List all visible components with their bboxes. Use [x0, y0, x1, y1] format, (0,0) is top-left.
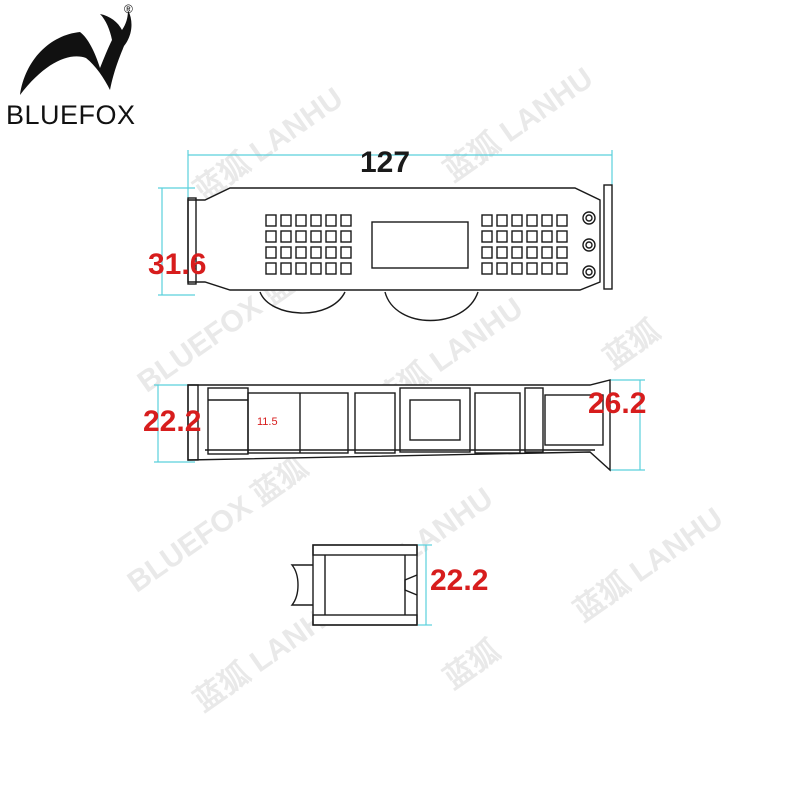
- plate-hole: [541, 262, 553, 275]
- plate-hole: [295, 262, 307, 275]
- plate-hole: [556, 246, 568, 259]
- dimension-length: 127: [360, 146, 411, 179]
- side-view: [187, 379, 611, 472]
- plate-hole: [325, 230, 337, 243]
- plate-hole: [295, 230, 307, 243]
- plate-hole: [340, 262, 352, 275]
- wheel-right: [384, 291, 479, 322]
- plate-hole: [325, 214, 337, 227]
- plate-hole: [526, 230, 538, 243]
- plate-hole: [325, 262, 337, 275]
- plate-hole: [280, 214, 292, 227]
- plate-hole: [511, 246, 523, 259]
- dimension-inner: 11.5: [257, 416, 278, 428]
- plate-hole: [556, 262, 568, 275]
- screw-top: [582, 211, 596, 225]
- brand-name: BLUEFOX: [6, 100, 136, 130]
- plate-hole: [556, 214, 568, 227]
- left-flange: [187, 197, 197, 285]
- plate-hole: [541, 246, 553, 259]
- plate-hole: [541, 214, 553, 227]
- top-view: [187, 184, 613, 322]
- plate-hole: [340, 230, 352, 243]
- plate-hole: [511, 214, 523, 227]
- plate-hole: [481, 214, 493, 227]
- plate-hole: [265, 262, 277, 275]
- dimension-flange-height: 26.2: [588, 387, 647, 420]
- screw-bottom: [582, 265, 596, 279]
- plate-hole: [541, 230, 553, 243]
- dimension-end-height: 22.2: [430, 564, 489, 597]
- plate-hole: [265, 230, 277, 243]
- plate-hole: [310, 214, 322, 227]
- plate-hole: [265, 214, 277, 227]
- plate-hole: [310, 262, 322, 275]
- end-body: [312, 544, 418, 626]
- plate-hole: [280, 230, 292, 243]
- plate-hole: [526, 214, 538, 227]
- plate-hole: [481, 230, 493, 243]
- plate-hole: [280, 246, 292, 259]
- fox-silhouette-icon: [20, 10, 132, 95]
- bluefox-logo: ® BLUEFOX: [0, 0, 160, 140]
- plate-hole: [526, 262, 538, 275]
- plate-hole: [511, 262, 523, 275]
- plate-hole: [280, 262, 292, 275]
- dimension-side-height: 22.2: [143, 405, 202, 438]
- wheel-left: [259, 291, 346, 314]
- plate-hole: [496, 246, 508, 259]
- plate-hole: [496, 214, 508, 227]
- plate-hole: [340, 214, 352, 227]
- dimension-top-height: 31.6: [148, 248, 207, 281]
- center-window: [371, 221, 469, 269]
- plate-hole: [496, 230, 508, 243]
- end-view: [290, 544, 418, 626]
- plate-hole: [310, 230, 322, 243]
- hole-grid-left: [265, 214, 352, 275]
- hole-grid-right: [481, 214, 568, 275]
- plate-hole: [511, 230, 523, 243]
- plate-hole: [295, 214, 307, 227]
- plate-hole: [556, 230, 568, 243]
- plate-hole: [496, 262, 508, 275]
- plate-hole: [265, 246, 277, 259]
- top-plate: [187, 187, 601, 291]
- plate-hole: [325, 246, 337, 259]
- plate-hole: [340, 246, 352, 259]
- plate-hole: [310, 246, 322, 259]
- plate-hole: [526, 246, 538, 259]
- registered-mark: ®: [124, 2, 133, 16]
- screw-middle: [582, 238, 596, 252]
- plate-hole: [481, 262, 493, 275]
- plate-hole: [481, 246, 493, 259]
- right-flange: [603, 184, 613, 290]
- plate-hole: [295, 246, 307, 259]
